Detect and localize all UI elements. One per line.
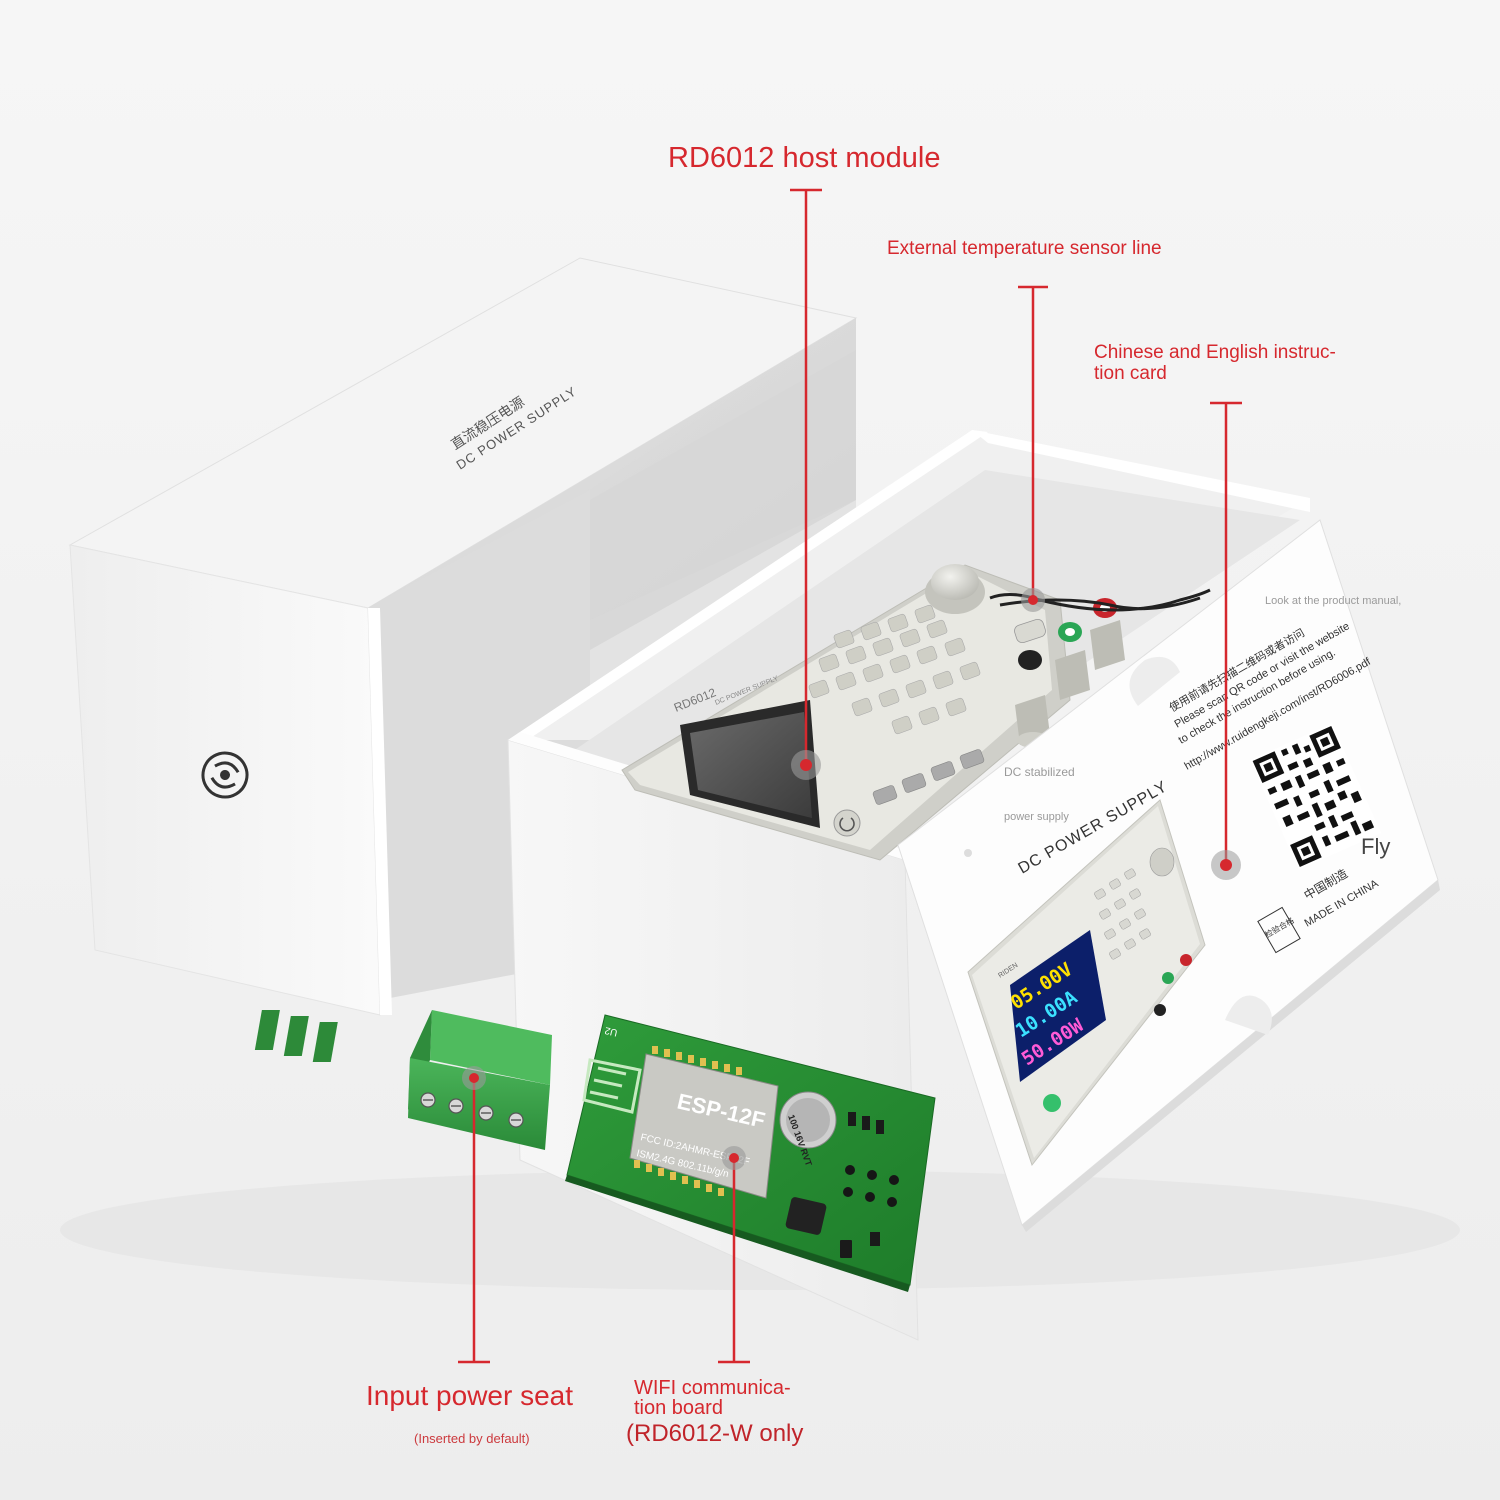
brand-logo-icon [201,751,249,799]
callout-wifi-board: WIFI communica- tion board [634,1378,791,1418]
callout-instruction-card: Chinese and English instruc- tion card [1094,342,1336,384]
callout-wifi-board-line1: WIFI communica- [634,1377,791,1399]
callout-instruction-card-line2: tion card [1094,363,1167,384]
card-fly-text: Fly [1361,834,1391,859]
callout-markers [462,588,1241,1170]
input-power-terminal [254,1010,552,1150]
device-encoder-knob [931,564,979,600]
card-dc-stabilized: DC stabilized [1004,765,1075,779]
callout-ext-temp-sensor: External temperature sensor line [887,238,1162,259]
device-keypad [808,604,981,735]
card-device-illustration: 05.00V 10.00A 50.00W RIDEN [967,799,1206,1167]
callout-input-power-seat-note: (Inserted by default) [414,1431,530,1446]
callout-wifi-board-line2: tion board [634,1397,723,1419]
callout-wifi-board-note: (RD6012-W only [626,1420,804,1447]
callout-host-module: RD6012 host module [668,142,941,174]
instruction-card: 05.00V 10.00A 50.00W RIDEN [897,519,1440,1232]
qr-code-icon [1250,723,1382,870]
wifi-board: ESP-12F FCC ID:2AHMR-ESP12F ISM2.4G 802.… [565,1014,936,1292]
card-look-note: Look at the product manual, [1265,595,1402,607]
card-power-supply-small: power supply [1004,811,1069,823]
card-power-icon [1043,1094,1061,1112]
device-power-button [833,809,861,837]
device-screen [690,712,812,818]
wifi-u2-label: U2 [603,1024,618,1038]
rd6012-device: RD6012 DC POWER SUPPLY [621,564,1125,861]
callout-instruction-card-line1: Chinese and English instruc- [1094,342,1336,363]
callout-lines [458,188,1242,1364]
callout-input-power-seat: Input power seat [366,1380,574,1411]
binding-post-green [1055,622,1090,700]
